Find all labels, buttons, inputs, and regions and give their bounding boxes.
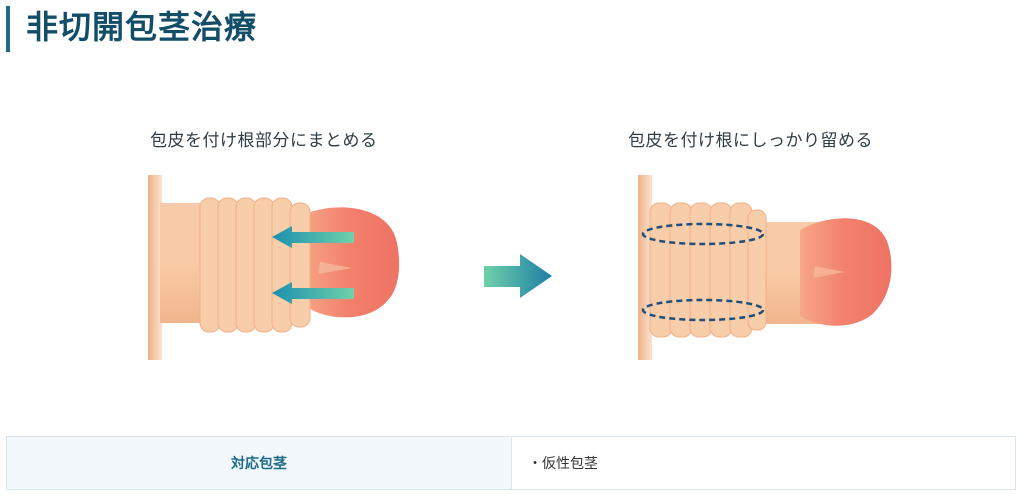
treatment-diagram <box>148 175 892 360</box>
foreskin-folds-right <box>649 202 767 338</box>
left-arrow-lower <box>272 282 354 304</box>
after-figure <box>638 175 892 360</box>
body-base-right <box>638 175 652 360</box>
glans-left <box>300 207 400 318</box>
after-caption: 包皮を付け根にしっかり留める <box>628 131 873 151</box>
suture-ring-upper <box>641 222 765 246</box>
before-caption: 包皮を付け根部分にまとめる <box>150 131 378 151</box>
suture-ring-lower <box>641 298 765 322</box>
glans-right <box>800 218 892 326</box>
transition-arrow <box>484 254 552 298</box>
body-base-left <box>148 175 162 360</box>
left-arrow-upper <box>272 226 354 248</box>
info-table: 対応包茎 ・仮性包茎 <box>6 436 1016 490</box>
gather-arrows <box>272 226 354 304</box>
table-value-cell: ・仮性包茎 <box>528 456 598 472</box>
page-title: 非切開包茎治療 <box>26 8 258 46</box>
title-accent-bar <box>6 6 10 52</box>
urethral-notch-left <box>318 262 352 274</box>
before-figure <box>148 175 400 360</box>
urethral-notch-right <box>813 266 845 278</box>
foreskin-folds-left <box>199 197 311 333</box>
table-header-cell: 対応包茎 <box>7 437 512 489</box>
